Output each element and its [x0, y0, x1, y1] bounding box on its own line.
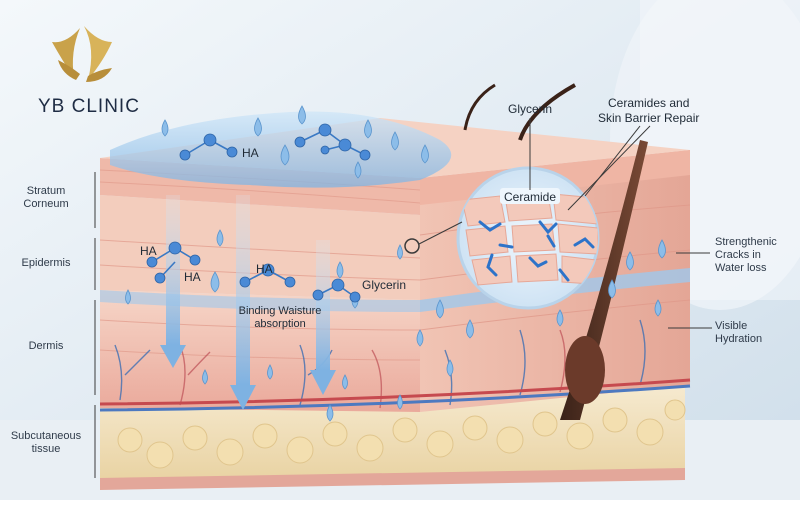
butterfly-logo-icon	[52, 26, 112, 82]
zoom-connector-line	[418, 221, 463, 245]
molecule-label-ha-3: HA	[256, 262, 273, 276]
molecule-label-ha-1: HA	[140, 244, 157, 258]
brand-name: YB CLINIC	[38, 96, 140, 117]
callout-visible-hydration: Visible Hydration	[715, 320, 763, 345]
callout-glycerin-top: Glycerin	[508, 102, 553, 116]
layer-label-epidermis: Epidermis	[21, 257, 71, 269]
ceramide-zoom-circle	[456, 166, 600, 310]
binding-moisture-label: Binding Waisture absorption	[238, 305, 322, 330]
callout-ceramide-zoom: Ceramide	[504, 190, 557, 204]
callout-lines	[94, 118, 712, 478]
water-droplets	[125, 105, 666, 422]
absorption-arrows	[160, 195, 336, 410]
molecule-label-glycerin: Glycerin	[362, 278, 407, 292]
layer-label-stratum-corneum: Stratum Corneum	[23, 185, 69, 210]
molecule-label-ha-2: HA	[184, 270, 201, 284]
callout-strengthening: Strengthenic Cracks in Water loss	[715, 236, 777, 274]
layer-label-subcutaneous: Subcutaneous tissue	[10, 430, 82, 455]
callout-ceramides: Ceramides and Skin Barrier Repair	[598, 96, 700, 125]
hair	[560, 140, 648, 420]
molecule-label-ha-top: HA	[242, 146, 259, 160]
layer-label-dermis: Dermis	[28, 340, 64, 352]
